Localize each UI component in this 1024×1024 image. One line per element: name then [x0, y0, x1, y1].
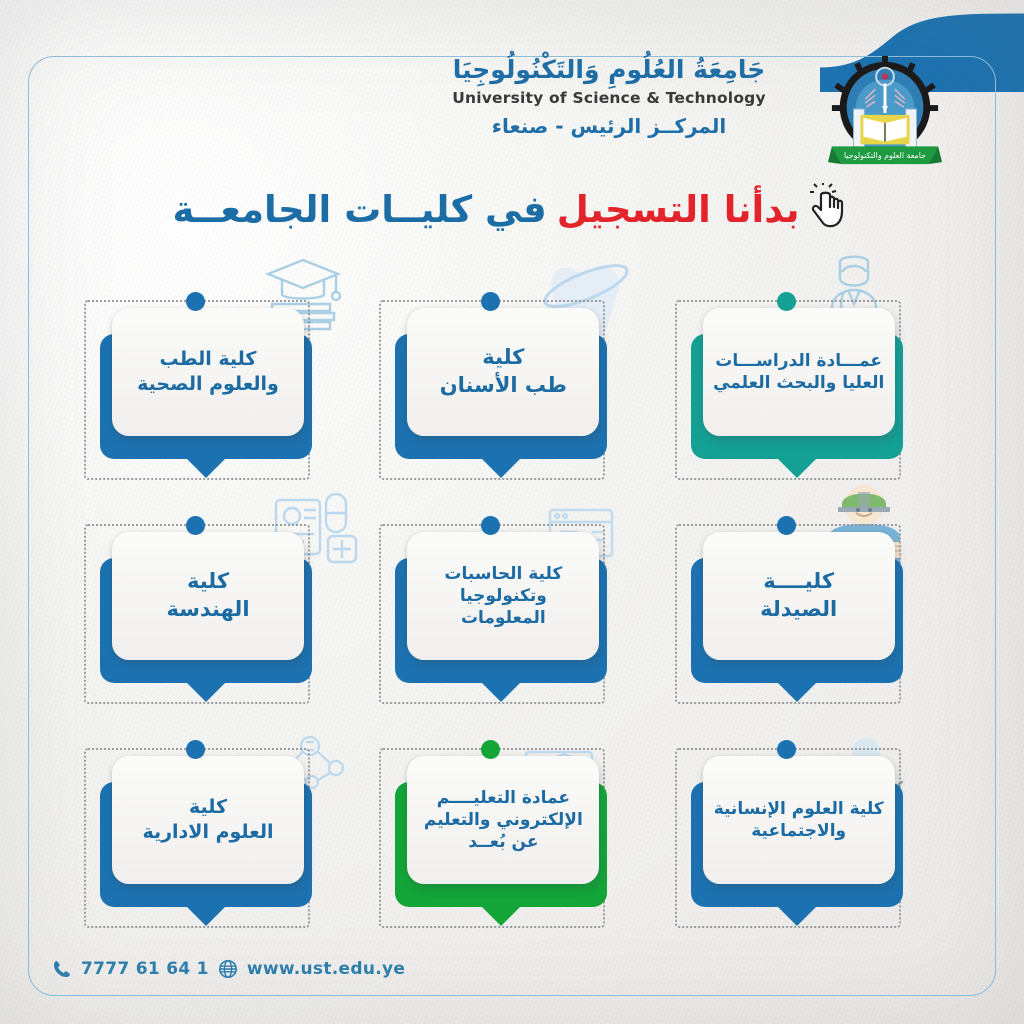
card-face[interactable]: كلية الطب والعلوم الصحية — [112, 308, 304, 436]
title-highlight: بدأنا التسجيل — [556, 187, 800, 231]
card-title: كلية الطب والعلوم الصحية — [137, 347, 279, 395]
card-elearning[interactable]: عمادة التعليــــم الإلكتروني والتعليم عن… — [373, 734, 650, 946]
pin-dot — [481, 740, 501, 759]
phone-number[interactable]: 7777 61 64 1 — [81, 959, 209, 979]
card-engineering[interactable]: كلية الهندسة — [78, 510, 355, 722]
card-face[interactable]: كلية طب الأسنان — [407, 308, 600, 436]
card-humanities[interactable]: كلية العلوم الإنسانية والاجتماعية — [669, 734, 946, 946]
card-face[interactable]: كلية العلوم الادارية — [112, 756, 304, 884]
phone-icon — [54, 961, 70, 977]
globe-icon — [218, 960, 237, 978]
pin-dot — [186, 292, 205, 311]
university-name-ar: جَامِعَةُ العُلُومِ وَالتَكْنُولُوجِيَا — [452, 55, 766, 84]
pin-dot — [481, 292, 501, 311]
ust-logo-icon: جامعة العلوم والتكنولوجيا — [827, 55, 943, 165]
brand-text-block: جَامِعَةُ العُلُومِ وَالتَكْنُولُوجِيَا … — [399, 55, 819, 138]
pin-dot — [186, 740, 205, 759]
card-title: كلية طب الأسنان — [439, 345, 567, 397]
title-rest: في كليــات الجامعــة — [172, 187, 547, 231]
card-computing[interactable]: كلية الحاسبات وتكنولوجيا المعلومات — [373, 510, 650, 722]
card-title: كلية العلوم الإنسانية والاجتماعية — [713, 798, 884, 841]
card-title: كلية الحاسبات وتكنولوجيا المعلومات — [444, 563, 563, 629]
card-face[interactable]: كليــــة الصيدلة — [702, 532, 895, 660]
contact-footer: 7777 61 64 1 www.ust.edu.ye — [52, 956, 405, 982]
pin-dot — [776, 292, 796, 311]
university-name-en: University of Science & Technology — [452, 88, 766, 107]
pin-dot — [186, 516, 205, 535]
pin-dot — [776, 740, 796, 759]
card-face[interactable]: كلية الحاسبات وتكنولوجيا المعلومات — [407, 532, 600, 660]
card-face[interactable]: كلية الهندسة — [112, 532, 304, 660]
card-graduate-studies[interactable]: عمـــادة الدراســـات العليا والبحث العلم… — [669, 286, 946, 498]
pin-dot — [481, 516, 501, 535]
card-title: عمادة التعليــــم الإلكتروني والتعليم عن… — [423, 787, 583, 853]
card-face[interactable]: كلية العلوم الإنسانية والاجتماعية — [702, 756, 895, 884]
pin-dot — [776, 516, 796, 535]
hand-pointer-icon — [810, 183, 844, 228]
card-medicine[interactable]: كلية الطب والعلوم الصحية — [78, 286, 355, 498]
card-title: عمـــادة الدراســـات العليا والبحث العلم… — [713, 350, 885, 393]
card-title: كلية العلوم الادارية — [142, 795, 274, 843]
campus-name: المركــز الرئيس - صنعاء — [491, 113, 727, 138]
faculty-grid: عمـــادة الدراســـات العليا والبحث العلم… — [78, 286, 946, 946]
card-face[interactable]: عمـــادة الدراســـات العليا والبحث العلم… — [702, 308, 895, 436]
brand-header: جَامِعَةُ العُلُومِ وَالتَكْنُولُوجِيَا … — [384, 52, 944, 172]
svg-text:جامعة العلوم والتكنولوجيا: جامعة العلوم والتكنولوجيا — [844, 151, 926, 160]
main-title: بدأنا التسجيل في كليــات الجامعــة — [0, 178, 1024, 240]
card-administrative[interactable]: كلية العلوم الادارية — [78, 734, 355, 946]
card-dentistry[interactable]: كلية طب الأسنان — [373, 286, 650, 498]
card-title: كليــــة الصيدلة — [760, 569, 838, 621]
card-face[interactable]: عمادة التعليــــم الإلكتروني والتعليم عن… — [407, 756, 600, 884]
card-title: كلية الهندسة — [166, 569, 250, 621]
card-pharmacy[interactable]: كليــــة الصيدلة — [669, 510, 946, 722]
website-url[interactable]: www.ust.edu.ye — [246, 959, 406, 979]
